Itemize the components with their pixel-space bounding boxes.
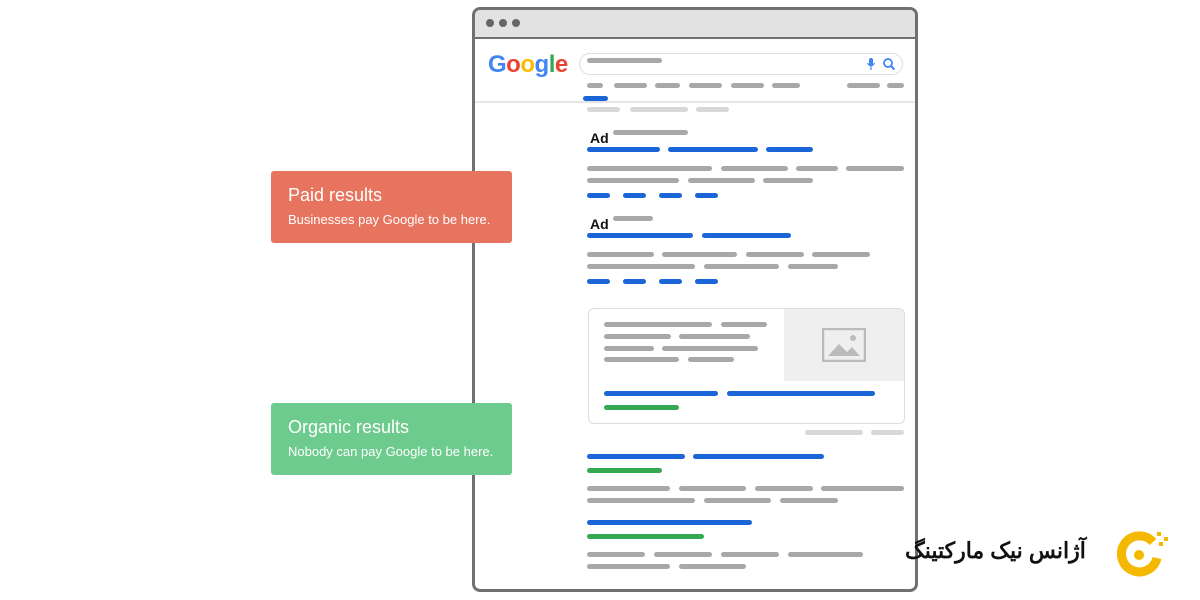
result-link-line	[702, 233, 791, 238]
result-link-line	[695, 279, 718, 284]
result-text-line	[812, 252, 870, 257]
result-text-line	[587, 564, 670, 569]
result-text-line	[655, 83, 680, 88]
ad-label: Ad	[590, 130, 609, 146]
result-text-line	[821, 486, 904, 491]
result-text-line	[846, 166, 904, 171]
image-icon	[822, 328, 866, 362]
result-link-line	[587, 193, 610, 198]
callout-title: Paid results	[288, 185, 383, 205]
result-text-line	[746, 252, 804, 257]
window-dot[interactable]	[486, 19, 494, 27]
result-link-line	[659, 193, 682, 198]
result-text-line	[662, 346, 758, 351]
image-placeholder	[784, 309, 904, 381]
result-text-line	[587, 58, 662, 63]
result-text-line	[887, 83, 904, 88]
result-text-line	[604, 357, 679, 362]
result-text-line	[587, 107, 620, 112]
search-icon[interactable]	[882, 57, 896, 71]
brand-logo-icon	[1117, 531, 1168, 577]
result-text-line	[654, 552, 712, 557]
organic-results-callout: Organic results Nobody can pay Google to…	[271, 403, 512, 475]
callout-title: Organic results	[288, 417, 410, 437]
result-link-line	[583, 96, 608, 101]
result-text-line	[805, 430, 863, 435]
result-link-line	[695, 193, 718, 198]
result-text-line	[788, 264, 838, 269]
result-text-line	[604, 334, 671, 339]
result-url-line	[604, 405, 679, 410]
result-text-line	[604, 346, 654, 351]
result-text-line	[679, 334, 750, 339]
result-link-line	[659, 279, 682, 284]
result-link-line	[693, 454, 824, 459]
result-text-line	[587, 486, 670, 491]
result-text-line	[587, 264, 695, 269]
result-link-line	[727, 391, 875, 396]
header-divider	[475, 101, 915, 103]
result-link-line	[587, 233, 693, 238]
paid-results-callout: Paid results Businesses pay Google to be…	[271, 171, 512, 243]
result-text-line	[871, 430, 904, 435]
result-text-line	[587, 178, 679, 183]
result-text-line	[587, 252, 654, 257]
result-text-line	[704, 264, 779, 269]
result-text-line	[763, 178, 813, 183]
result-text-line	[587, 166, 712, 171]
result-text-line	[721, 166, 788, 171]
result-text-line	[721, 322, 767, 327]
result-text-line	[689, 83, 722, 88]
result-text-line	[688, 178, 755, 183]
result-link-line	[668, 147, 758, 152]
result-text-line	[721, 552, 779, 557]
brand-name: آژانس نیک مارکتینگ	[905, 538, 1086, 563]
result-text-line	[587, 552, 645, 557]
result-link-line	[604, 391, 718, 396]
window-dot[interactable]	[499, 19, 507, 27]
result-text-line	[604, 322, 712, 327]
microphone-icon[interactable]	[866, 57, 876, 71]
result-text-line	[704, 498, 771, 503]
result-text-line	[755, 486, 813, 491]
callout-subtitle: Businesses pay Google to be here.	[288, 212, 491, 227]
ad-label: Ad	[590, 216, 609, 232]
result-text-line	[696, 107, 729, 112]
google-logo: Google	[488, 51, 568, 78]
title-bar	[475, 10, 915, 39]
result-url-line	[587, 468, 662, 473]
result-text-line	[788, 552, 863, 557]
result-text-line	[587, 83, 603, 88]
result-url-line	[587, 534, 704, 539]
window-dot[interactable]	[512, 19, 520, 27]
result-link-line	[587, 147, 660, 152]
result-text-line	[614, 83, 647, 88]
result-text-line	[780, 498, 838, 503]
result-link-line	[587, 454, 685, 459]
result-link-line	[623, 279, 646, 284]
result-link-line	[766, 147, 813, 152]
result-text-line	[772, 83, 800, 88]
result-text-line	[587, 498, 695, 503]
result-text-line	[847, 83, 880, 88]
browser-window: Google Ad Ad	[472, 7, 918, 592]
result-text-line	[796, 166, 838, 171]
result-text-line	[679, 486, 746, 491]
result-link-line	[587, 279, 610, 284]
result-text-line	[688, 357, 734, 362]
result-text-line	[613, 216, 653, 221]
result-text-line	[613, 130, 688, 135]
result-text-line	[679, 564, 746, 569]
result-text-line	[630, 107, 688, 112]
result-link-line	[623, 193, 646, 198]
featured-result-card[interactable]	[588, 308, 905, 424]
result-text-line	[662, 252, 737, 257]
callout-subtitle: Nobody can pay Google to be here.	[288, 444, 494, 459]
search-input[interactable]	[579, 53, 903, 75]
result-link-line	[587, 520, 752, 525]
result-text-line	[731, 83, 764, 88]
